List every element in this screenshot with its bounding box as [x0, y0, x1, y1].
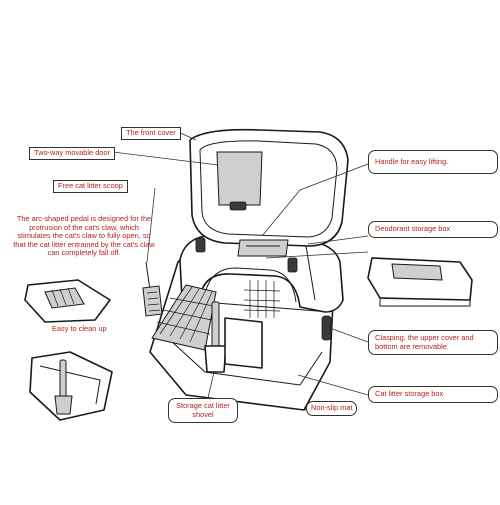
label-deodorant-box: Deodorant storage box — [368, 221, 498, 238]
label-handle: Handle for easy lifting. — [368, 150, 498, 174]
inset-scoop-handle — [60, 360, 66, 400]
hinge-clip-right — [288, 258, 297, 272]
scoop-handle — [146, 262, 150, 290]
label-non-slip-mat: Non-slip mat — [306, 401, 357, 416]
scoop-head — [143, 286, 162, 316]
side-clasp — [322, 316, 331, 340]
hinge-clip-left — [196, 238, 205, 252]
inset-clean-tray — [30, 352, 112, 420]
label-free-scoop: Free cat litter scoop — [53, 180, 128, 193]
label-front-cover: The front cover — [121, 127, 181, 140]
label-litter-storage-box: Cat litter storage box — [368, 386, 498, 403]
label-arc-pedal: The arc-shaped pedal is designed for the… — [13, 215, 155, 258]
two-way-door-flap — [217, 152, 262, 205]
tray-partition — [225, 318, 262, 368]
label-storage-shovel: Storage cat litter shovel — [168, 398, 238, 423]
label-clasping: Clasping, the upper cover and bottom are… — [368, 330, 498, 355]
stored-shovel-head — [205, 346, 226, 372]
stored-shovel-handle — [212, 302, 219, 348]
door-latch — [230, 202, 246, 210]
deodorant-slot — [238, 240, 288, 256]
label-two-way-door: Two-way movable door — [29, 147, 115, 160]
label-easy-clean: Easy to clean up — [52, 325, 107, 334]
